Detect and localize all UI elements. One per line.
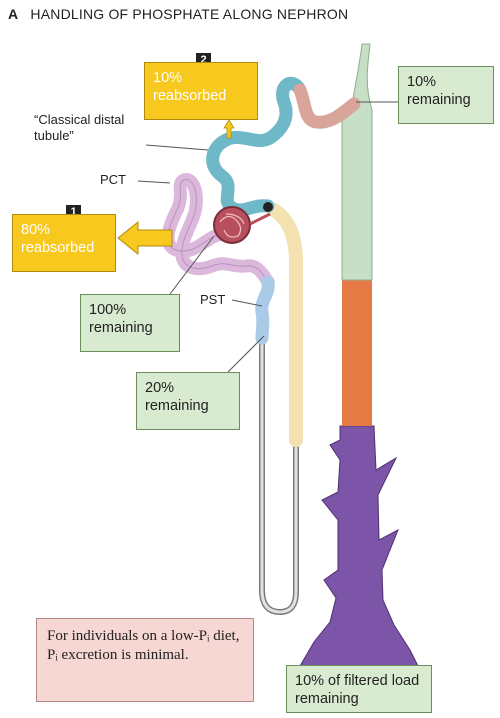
collecting-duct-lower bbox=[300, 426, 418, 666]
reabsorbed-80-callout: 80% reabsorbed bbox=[12, 214, 116, 272]
final-remaining-callout: 10% of filtered load remaining bbox=[286, 665, 432, 713]
remaining-10-callout: 10% remaining bbox=[398, 66, 494, 124]
distal-tubule-label: “Classical distal tubule” bbox=[34, 112, 144, 144]
thick-ascending-limb bbox=[274, 210, 296, 440]
collecting-duct-upper bbox=[342, 44, 372, 280]
remaining-100-callout: 100% remaining bbox=[80, 294, 180, 352]
pct-label: PCT bbox=[100, 172, 126, 187]
connecting-tubule bbox=[300, 90, 354, 122]
collecting-duct-middle bbox=[342, 280, 372, 426]
pst-label: PST bbox=[200, 292, 225, 307]
remaining-20-callout: 20% remaining bbox=[136, 372, 240, 430]
low-pi-diet-note: For individuals on a low-Pᵢ diet, Pᵢ exc… bbox=[36, 618, 254, 702]
proximal-straight-tubule bbox=[262, 282, 269, 338]
reabsorbed-10-callout: 10% reabsorbed bbox=[144, 62, 258, 120]
collecting-duct bbox=[300, 44, 418, 666]
